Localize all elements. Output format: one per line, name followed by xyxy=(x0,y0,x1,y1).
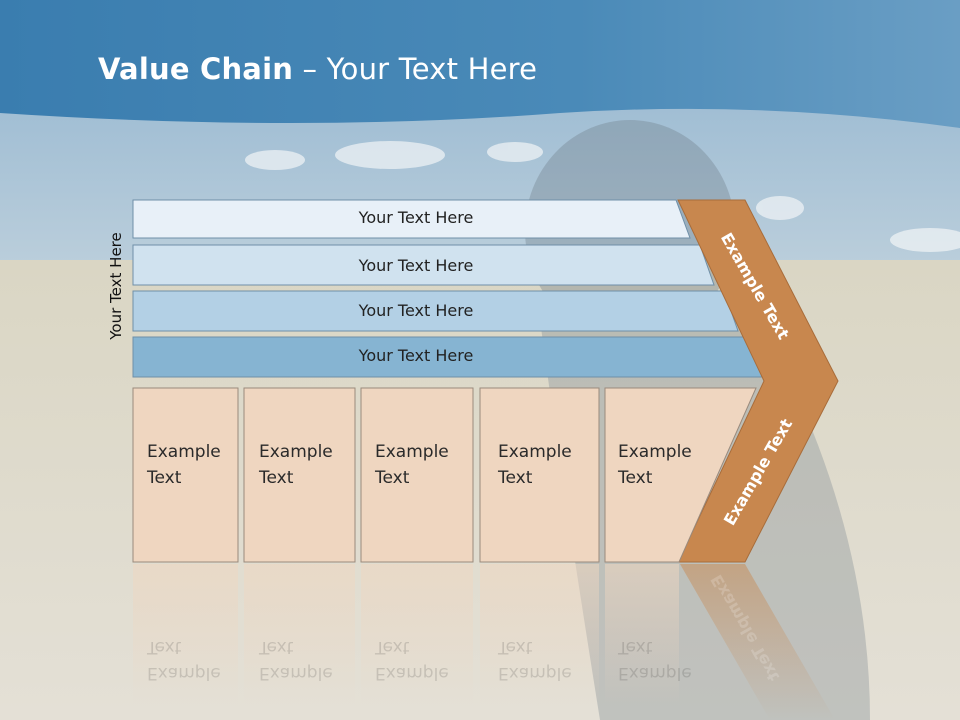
chevron-arrow xyxy=(677,199,839,563)
page-title: Value Chain – Your Text Here xyxy=(98,52,537,86)
example-box-2 xyxy=(243,387,356,563)
example-box-5 xyxy=(604,387,757,563)
box-label-2: Example Text xyxy=(259,442,333,488)
example-box-1 xyxy=(132,387,239,563)
chevron-group xyxy=(677,199,839,563)
row-bar-3 xyxy=(132,290,739,332)
box-reflection-label-2: Example Text xyxy=(259,637,333,683)
row-bars xyxy=(132,199,763,378)
example-box-reflection-1 xyxy=(133,564,238,705)
example-box-3 xyxy=(360,387,474,563)
example-box-4 xyxy=(479,387,600,563)
chevron-reflection xyxy=(680,564,835,720)
title-rest: – Your Text Here xyxy=(293,52,538,86)
box-reflection-label-5: Example Text xyxy=(618,637,692,683)
box-reflection-label-1: Example Text xyxy=(147,637,221,683)
clouds xyxy=(245,141,960,252)
box-label-5: Example Text xyxy=(618,442,692,488)
row-bar-1 xyxy=(132,199,691,239)
example-boxes xyxy=(132,387,757,563)
example-box-reflection-2 xyxy=(244,564,355,705)
row-bar-2 xyxy=(132,244,715,286)
row-label-2: Your Text Here xyxy=(358,256,474,275)
box-label-3: Example Text xyxy=(375,442,449,488)
box-reflection-label-4: Example Text xyxy=(498,637,572,683)
box-reflection-label-3: Example Text xyxy=(375,637,449,683)
reflection-group xyxy=(133,564,835,720)
side-label: Your Text Here xyxy=(107,232,125,340)
box-label-4: Example Text xyxy=(498,442,572,488)
example-box-reflection-3 xyxy=(361,564,473,705)
example-box-reflection-4 xyxy=(480,564,599,705)
row-label-4: Your Text Here xyxy=(358,346,474,365)
row-label-3: Your Text Here xyxy=(358,301,474,320)
box-label-1: Example Text xyxy=(147,442,221,488)
header-banner xyxy=(0,0,960,128)
row-label-1: Your Text Here xyxy=(358,208,474,227)
title-bold: Value Chain xyxy=(98,52,294,86)
example-box-reflection-5 xyxy=(605,564,679,705)
